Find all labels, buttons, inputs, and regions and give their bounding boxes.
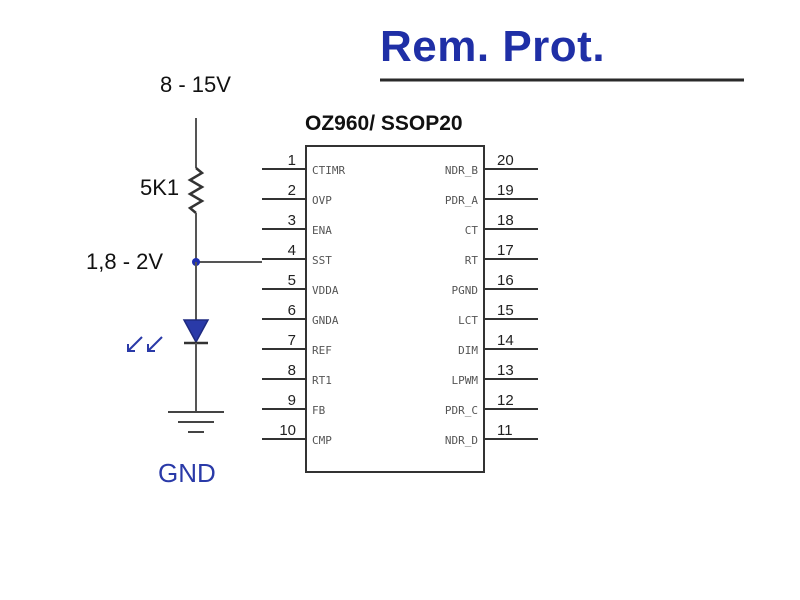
pin-name: PDR_A <box>445 194 478 207</box>
pin-number: 2 <box>288 182 296 199</box>
pin-number: 16 <box>497 272 514 289</box>
pin-name: VDDA <box>312 284 339 297</box>
pin-name: RT1 <box>312 374 332 387</box>
pin-number: 5 <box>288 272 296 289</box>
supply-voltage-label: 8 - 15V <box>160 72 231 97</box>
pin-number: 8 <box>288 362 296 379</box>
pin-name: REF <box>312 344 332 357</box>
pin-number: 14 <box>497 332 514 349</box>
pin-number: 12 <box>497 392 514 409</box>
pin-name: CT <box>465 224 479 237</box>
pin-name: NDR_B <box>445 164 478 177</box>
pin-name: LCT <box>458 314 478 327</box>
pin-number: 9 <box>288 392 296 409</box>
pin-name: FB <box>312 404 326 417</box>
pin-name: GNDA <box>312 314 339 327</box>
pin-number: 17 <box>497 242 514 259</box>
pin-number: 6 <box>288 302 296 319</box>
pin-name: NDR_D <box>445 434 478 447</box>
page-title: Rem. Prot. <box>380 22 606 71</box>
pin-number: 20 <box>497 152 514 169</box>
resistor-value-label: 5K1 <box>140 175 179 200</box>
pin-name: DIM <box>458 344 478 357</box>
node-voltage-label: 1,8 - 2V <box>86 249 163 274</box>
pin-name: ENA <box>312 224 332 237</box>
pin-number: 18 <box>497 212 514 229</box>
ic-pin-left: 9FB <box>262 392 326 417</box>
pin-number: 13 <box>497 362 514 379</box>
light-emission-arrows-icon <box>127 336 163 352</box>
pin-name: SST <box>312 254 332 267</box>
ic-body <box>305 145 485 473</box>
resistor-zigzag-icon <box>187 167 205 214</box>
ic-label: OZ960/ SSOP20 <box>305 112 463 135</box>
pin-number: 7 <box>288 332 296 349</box>
pin-number: 3 <box>288 212 296 229</box>
pin-number: 11 <box>497 422 513 439</box>
pin-number: 10 <box>279 422 296 439</box>
ground-label: GND <box>158 458 216 488</box>
pin-number: 4 <box>288 242 296 259</box>
pin-name: PGND <box>452 284 479 297</box>
pin-name: RT <box>465 254 479 267</box>
pin-number: 15 <box>497 302 514 319</box>
pin-number: 19 <box>497 182 514 199</box>
pin-name: PDR_C <box>445 404 478 417</box>
pin-name: CMP <box>312 434 332 447</box>
pin-name: OVP <box>312 194 332 207</box>
pin-name: CTIMR <box>312 164 345 177</box>
led-diode-icon <box>182 319 210 345</box>
ground-symbol-icon <box>168 411 224 433</box>
pin-name: LPWM <box>452 374 479 387</box>
pin-number: 1 <box>288 152 296 169</box>
